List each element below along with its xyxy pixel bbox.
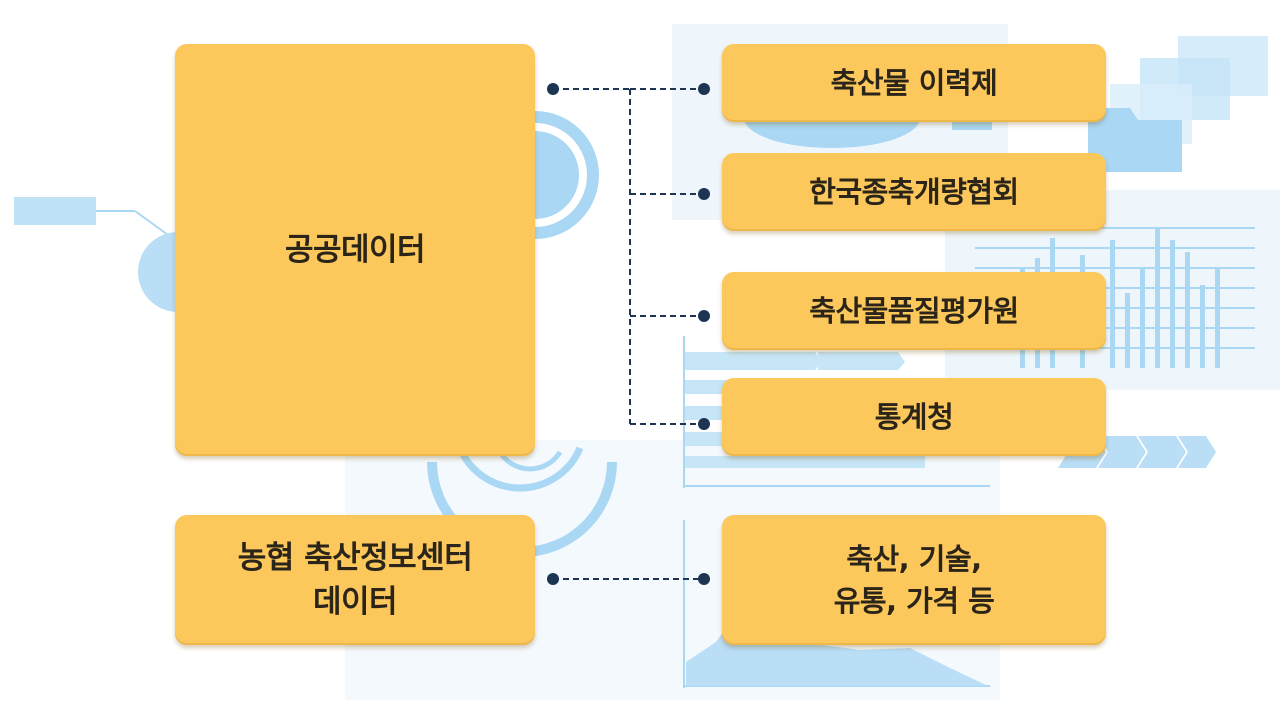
public-data-box: 공공데이터: [175, 44, 535, 456]
target-box-quality-institute: 축산물품질평가원: [722, 272, 1106, 350]
nh-target-line1: 축산, 기술,: [846, 542, 982, 576]
target-label: 축산물품질평가원: [809, 294, 1019, 328]
connector-dot: [547, 83, 559, 95]
target-label: 축산물 이력제: [830, 66, 998, 100]
public-data-label: 공공데이터: [284, 232, 426, 268]
nh-center-label-line1: 농협 축산정보센터: [237, 540, 473, 576]
nh-center-box: 농협 축산정보센터 데이터: [175, 515, 535, 645]
target-label: 통계청: [874, 400, 954, 434]
connector-dot: [698, 188, 710, 200]
target-box-breeding-association: 한국종축개량협회: [722, 153, 1106, 231]
target-box-livestock-traceability: 축산물 이력제: [722, 44, 1106, 122]
target-box-nh-data-categories: 축산, 기술, 유통, 가격 등: [722, 515, 1106, 645]
nh-center-label-line2: 데이터: [312, 584, 398, 620]
target-box-statistics-korea: 통계청: [722, 378, 1106, 456]
connector-dot: [698, 310, 710, 322]
connector-dot: [698, 573, 710, 585]
connector-dot: [547, 573, 559, 585]
nh-target-line2: 유통, 가격 등: [833, 584, 995, 618]
connector-dot: [698, 418, 710, 430]
connector-dot: [698, 83, 710, 95]
target-label: 한국종축개량협회: [809, 175, 1019, 209]
